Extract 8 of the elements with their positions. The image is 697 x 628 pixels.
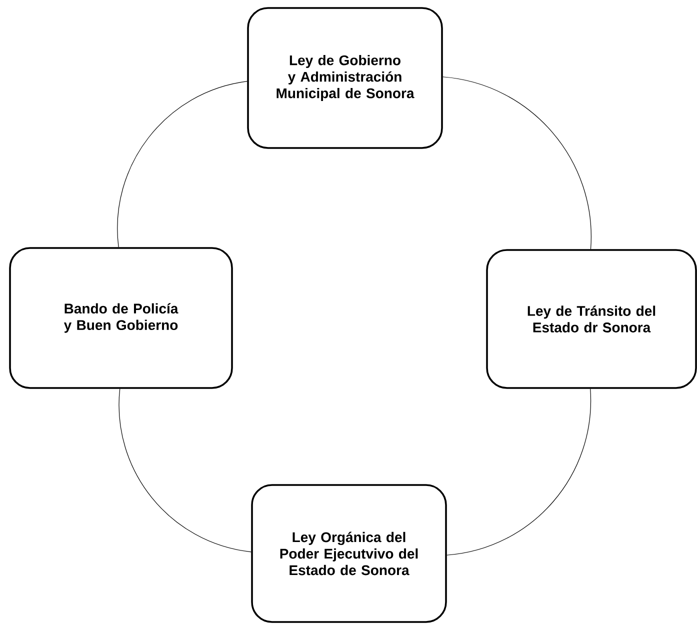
- rounded-box: Ley de Tránsito del Estado dr Sonora: [486, 249, 697, 389]
- connector-arc: [117, 81, 248, 248]
- rounded-box: Bando de Policía y Buen Gobierno: [9, 247, 233, 389]
- connector-arc: [446, 388, 591, 556]
- connector-arc: [118, 388, 252, 552]
- rounded-box: Ley de Gobierno y Administración Municipal de Sonora: [247, 7, 443, 149]
- rounded-box: Ley Orgánica del Poder Ejecutvivo del Estado de Sonora: [251, 484, 447, 623]
- connector-arc: [442, 76, 592, 250]
